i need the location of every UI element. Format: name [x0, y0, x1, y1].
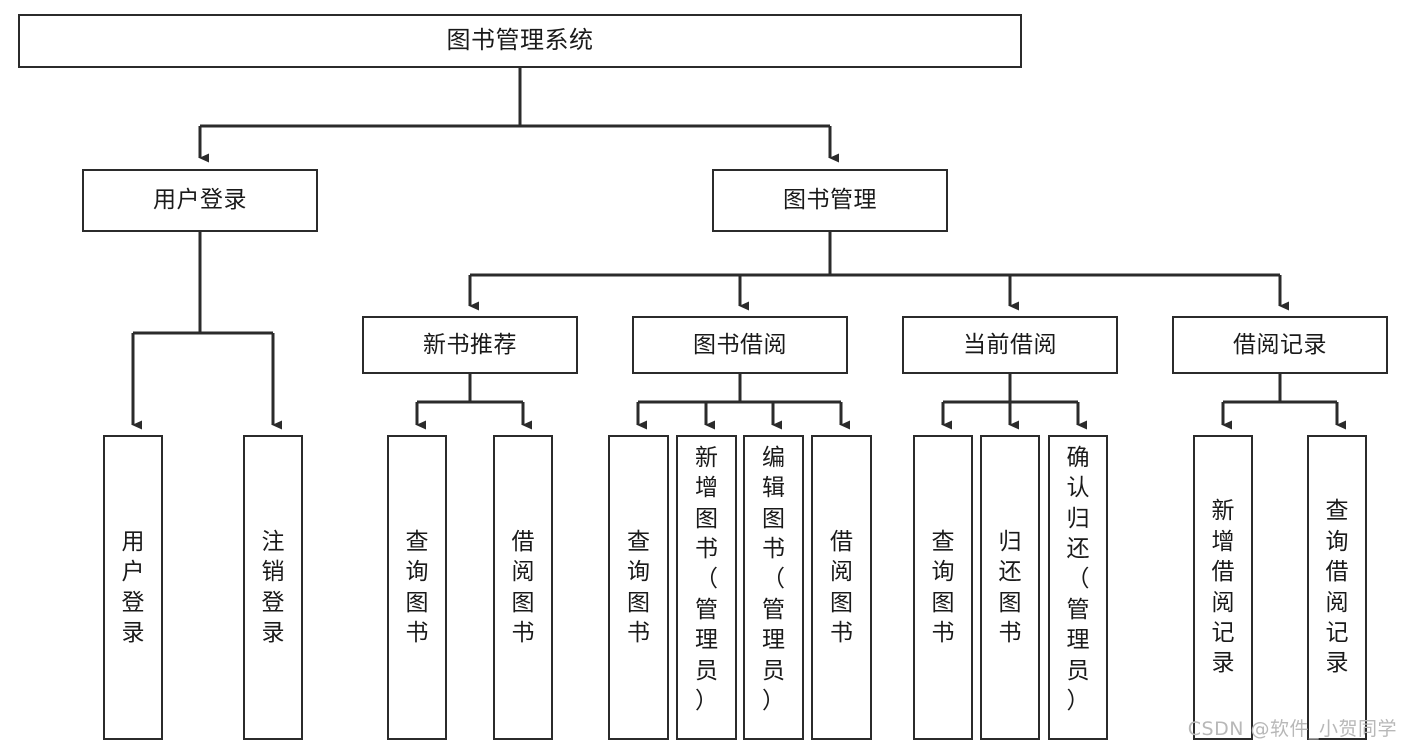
leaf-confirm-return-admin[interactable]: 确认归还（管理员） — [1048, 435, 1108, 740]
node-root-book-management-system[interactable]: 图书管理系统 — [18, 14, 1022, 68]
node-user-login[interactable]: 用户登录 — [82, 169, 318, 232]
node-label: 新书推荐 — [423, 331, 517, 358]
watermark: CSDN @软件_小贺同学 — [1187, 718, 1397, 740]
node-label: 确认归还（管理员） — [1066, 445, 1090, 714]
node-label: 用户登录 — [153, 187, 247, 214]
leaf-query-borrow-record[interactable]: 查询借阅记录 — [1307, 435, 1367, 740]
node-label: 用户登录 — [121, 528, 145, 646]
node-label: 查询图书 — [627, 528, 651, 646]
leaf-edit-book-admin[interactable]: 编辑图书（管理员） — [743, 435, 804, 740]
leaf-borrow-books-new[interactable]: 借阅图书 — [493, 435, 553, 740]
node-label: 图书管理系统 — [446, 26, 594, 55]
node-label: 查询借阅记录 — [1325, 498, 1349, 677]
node-label: 新增图书（管理员） — [695, 445, 719, 714]
node-new-book-recommendation[interactable]: 新书推荐 — [362, 316, 578, 374]
node-label: 图书借阅 — [693, 331, 787, 358]
leaf-return-books[interactable]: 归还图书 — [980, 435, 1040, 740]
node-book-borrowing[interactable]: 图书借阅 — [632, 316, 848, 374]
leaf-query-books-current[interactable]: 查询图书 — [913, 435, 973, 740]
node-label: 查询图书 — [931, 528, 955, 646]
node-book-management[interactable]: 图书管理 — [712, 169, 948, 232]
leaf-borrow-books[interactable]: 借阅图书 — [811, 435, 872, 740]
node-label: 借阅图书 — [830, 528, 854, 646]
node-label: 编辑图书（管理员） — [762, 445, 786, 714]
node-label: 借阅图书 — [511, 528, 535, 646]
leaf-add-borrow-record[interactable]: 新增借阅记录 — [1193, 435, 1253, 740]
node-label: 归还图书 — [998, 528, 1022, 646]
leaf-add-book-admin[interactable]: 新增图书（管理员） — [676, 435, 737, 740]
leaf-user-login[interactable]: 用户登录 — [103, 435, 163, 740]
node-label: 新增借阅记录 — [1211, 498, 1235, 677]
node-current-borrowing[interactable]: 当前借阅 — [902, 316, 1118, 374]
leaf-logout[interactable]: 注销登录 — [243, 435, 303, 740]
node-label: 图书管理 — [783, 187, 877, 214]
node-label: 查询图书 — [405, 528, 429, 646]
node-label: 当前借阅 — [963, 331, 1057, 358]
leaf-query-books-borrow[interactable]: 查询图书 — [608, 435, 669, 740]
node-borrowing-record[interactable]: 借阅记录 — [1172, 316, 1388, 374]
node-label: 注销登录 — [261, 528, 285, 646]
node-label: 借阅记录 — [1233, 331, 1327, 358]
leaf-query-books-new[interactable]: 查询图书 — [387, 435, 447, 740]
